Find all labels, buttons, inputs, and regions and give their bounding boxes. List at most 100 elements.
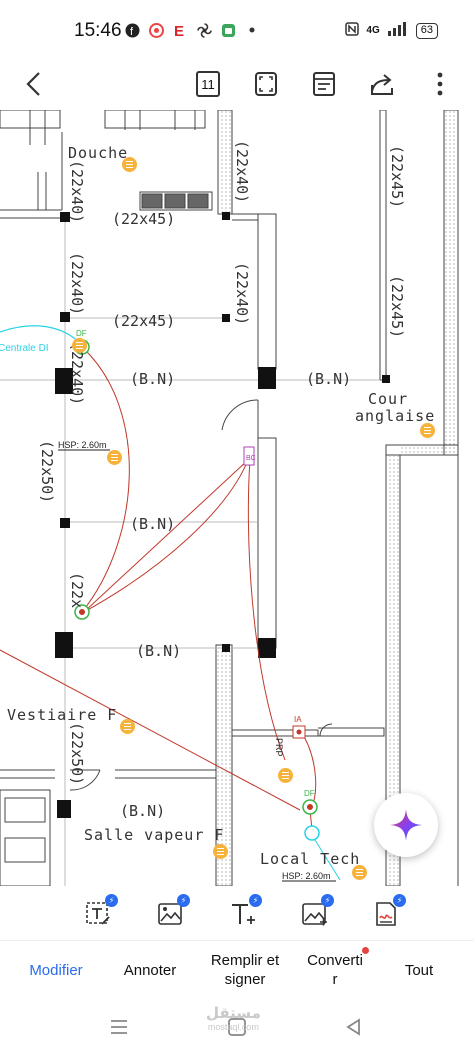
share-icon — [371, 74, 393, 95]
sign-document-tool[interactable]: ⚡ — [366, 894, 406, 932]
tab-tout[interactable]: Tout — [404, 962, 434, 979]
room-label-douche: Douche — [68, 144, 128, 162]
tab-annoter[interactable]: Annoter — [123, 962, 177, 979]
dim-label: (22x45) — [112, 312, 175, 330]
share-button[interactable] — [362, 64, 402, 104]
hsp-label: HSP: 2.60m — [58, 440, 107, 450]
reader-icon — [313, 72, 335, 96]
menu-nav-button[interactable] — [104, 1014, 134, 1040]
dim-label: (22x40) — [68, 160, 86, 223]
fullscreen-icon — [255, 72, 277, 96]
room-label-cour: Cour — [368, 390, 408, 408]
dim-label: (22x40) — [233, 140, 251, 203]
svg-text:E: E — [174, 23, 184, 38]
watermark-main: مستقل — [206, 1005, 261, 1022]
facebook-icon: f — [124, 22, 140, 38]
android-icon — [220, 22, 236, 38]
image-edit-tool[interactable]: ⚡ — [150, 894, 190, 932]
status-bar: 15:46 f E 4G 63 — [0, 0, 474, 64]
comment-note-icon[interactable] — [420, 423, 435, 438]
more-button[interactable] — [420, 64, 460, 104]
tool-row: ⚡ ⚡ ⚡ ⚡ ⚡ — [0, 886, 474, 940]
dim-label: (22x45) — [388, 145, 406, 208]
fan-icon — [196, 22, 212, 38]
battery-indicator: 63 — [415, 22, 438, 39]
tab-modifier[interactable]: Modifier — [29, 962, 83, 979]
beam-label: (B.N) — [306, 370, 351, 388]
comment-note-icon[interactable] — [120, 719, 135, 734]
menu-icon — [111, 1020, 127, 1034]
e-icon: E — [172, 22, 188, 38]
signal-icon — [387, 22, 409, 39]
tab-convertir-line1: Converti — [307, 952, 363, 969]
add-image-icon — [302, 903, 327, 926]
dim-label: (22x50) — [38, 440, 56, 503]
fullscreen-button[interactable] — [246, 64, 286, 104]
comment-note-icon[interactable] — [352, 865, 367, 880]
watermark-logo: مستقل mostaql.com — [206, 1004, 261, 1032]
prp-label: PRP — [274, 738, 284, 757]
reader-mode-button[interactable] — [304, 64, 344, 104]
status-notification-icons: f E — [124, 22, 260, 38]
dim-label: (22x45) — [112, 210, 175, 228]
bottom-tabs: Modifier Annoter Remplir et signer Conve… — [0, 940, 474, 1002]
df-label: DF — [76, 329, 87, 338]
pdf-page-view[interactable]: (22x40) (22x45) (22x40) (22x45) (22x40) … — [0, 110, 474, 886]
comment-note-icon[interactable] — [122, 157, 137, 172]
centrale-di-label: Centrale DI — [0, 343, 49, 354]
notification-dot-icon — [362, 947, 369, 954]
back-button[interactable] — [14, 64, 54, 104]
tab-remplir-et-signer[interactable]: Remplir et signer — [202, 951, 288, 989]
beam-label: (B.N) — [120, 802, 165, 820]
premium-badge-icon: ⚡ — [393, 894, 406, 907]
comment-note-icon[interactable] — [72, 338, 87, 353]
comment-note-icon[interactable] — [107, 450, 122, 465]
more-icon — [437, 72, 443, 96]
dim-label: (22x40) — [68, 252, 86, 315]
floor-plan-drawing: (22x40) (22x45) (22x40) (22x45) (22x40) … — [0, 110, 459, 886]
comment-note-icon[interactable] — [278, 768, 293, 783]
tab-convertir[interactable]: Converti r — [300, 951, 370, 989]
sign-document-icon — [376, 902, 396, 926]
tab-remplir-line1: Remplir et — [210, 952, 280, 969]
add-text-icon — [232, 904, 255, 924]
page-count-button[interactable]: 11 — [188, 64, 228, 104]
back-nav-button[interactable] — [338, 1014, 368, 1040]
room-label-local-tech: Local Tech — [260, 850, 360, 868]
add-text-tool[interactable]: ⚡ — [222, 894, 262, 932]
text-box-icon — [86, 902, 110, 925]
dim-label: (22x40) — [233, 262, 251, 325]
premium-badge-icon: ⚡ — [105, 894, 118, 907]
bc-label: BC — [246, 455, 256, 462]
image-edit-icon — [158, 903, 182, 925]
room-label-salle-vapeur: Salle vapeur F — [84, 826, 224, 844]
svg-text:f: f — [130, 26, 134, 38]
tab-convertir-line2: r — [332, 971, 338, 988]
dim-label: (22x — [68, 572, 86, 608]
beam-label: (B.N) — [130, 515, 175, 533]
ai-assistant-button[interactable] — [374, 793, 438, 857]
system-nav-bar — [0, 1002, 474, 1053]
tab-remplir-line2: signer — [224, 971, 266, 988]
status-time: 15:46 — [74, 20, 122, 41]
home-square-icon — [228, 1018, 246, 1036]
beam-label: (B.N) — [130, 370, 175, 388]
premium-badge-icon: ⚡ — [177, 894, 190, 907]
add-image-tool[interactable]: ⚡ — [294, 894, 334, 932]
premium-badge-icon: ⚡ — [249, 894, 262, 907]
dot-icon — [244, 22, 260, 38]
dim-label: (22x45) — [388, 275, 406, 338]
dim-label: (22x40) — [68, 342, 86, 405]
comment-note-icon[interactable] — [213, 844, 228, 859]
back-arrow-icon — [26, 72, 40, 96]
premium-badge-icon: ⚡ — [321, 894, 334, 907]
chrome-icon — [148, 22, 164, 38]
sparkle-icon — [390, 809, 422, 841]
beam-label: (B.N) — [136, 642, 181, 660]
text-box-tool[interactable]: ⚡ — [78, 894, 118, 932]
watermark-sub: mostaql.com — [207, 1022, 259, 1032]
nfc-icon — [345, 22, 360, 39]
ia-label: IA — [294, 715, 302, 724]
network-label: 4G — [366, 25, 380, 36]
home-nav-button[interactable] — [222, 1014, 252, 1040]
